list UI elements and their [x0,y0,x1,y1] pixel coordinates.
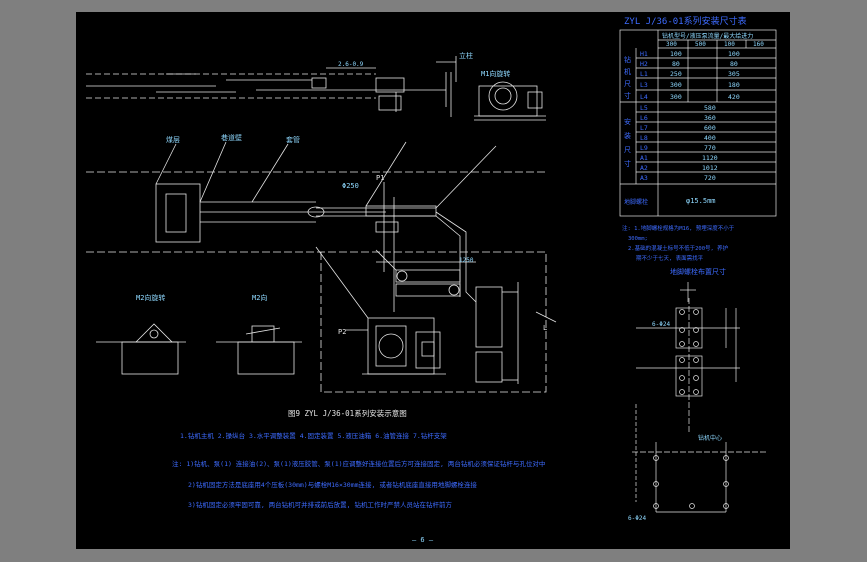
l-label: L [543,324,547,332]
coal-seam-label: 煤层 [166,135,180,144]
row-value: 80 [730,60,738,68]
row-value: 360 [704,114,716,122]
note-bottom-2: 2)钻机固定方法是底座用4个压板(30mm)与螺栓M16×30mm连接, 或者钻… [188,480,477,489]
side-label: 尺 [624,80,631,88]
row-value: 250 [670,70,682,78]
foundation-title: 地脚螺栓布置尺寸 [670,267,726,276]
table-header-3: 100 [724,41,735,48]
note-bottom-1: 注: 1)钻机、泵(1) 连接油(2)、泵(1)液压胶管、泵(1)应调整好连接位… [172,459,545,468]
row-value: 300 [670,81,682,89]
row-value: 305 [728,70,740,78]
figure-caption: 图9 ZYL J/36-01系列安装示意图 [288,408,407,418]
page-number: — 6 — [412,536,434,544]
top-elevation-view [86,56,546,121]
note-right-2: 300mm; [628,236,648,242]
detail-a-label: M2向旋转 [136,293,165,302]
row-code: H2 [640,60,648,68]
row-value: 1120 [702,154,718,162]
note-bottom-3: 3)钻机固定必须牢固可靠, 两台钻机可并排或前后放置, 钻机工作时严禁人员站在钻… [188,500,452,509]
dim-1250-label: 1250 [459,257,474,264]
table-title: ZYL J/36-01系列安装尺寸表 [624,15,747,27]
row-code: L6 [640,114,648,122]
foundation-label-3: 6-Φ24 [628,515,646,522]
row-value: 600 [704,124,716,132]
phi250-label: Φ250 [342,182,359,190]
detail-views [96,323,302,375]
table-top-rows: H1 100 100 H2 80 80 L1 250 305 L3 300 18… [640,50,740,101]
side-label: 尺 [624,146,631,154]
side-label: 寸 [624,159,631,168]
table-header-row1: 钻机型号/液压泵流量/最大给进力 [662,32,753,40]
p2-label: P2 [338,328,346,336]
side-label: 装 [624,131,631,140]
row-value: 720 [704,174,716,182]
row-value: 770 [704,144,716,152]
row-code: A1 [640,154,648,162]
foundation-label-2: 钻机中心 [698,434,722,442]
note-right-1: 注: 1.地脚螺栓规格为M16, 预埋深度不小于 [622,224,735,232]
bolt-label: 地脚螺栓 [624,198,648,206]
p1-label: P1 [376,174,384,182]
stand-label: 立柱 [459,51,473,60]
row-value: 180 [728,81,740,89]
row-code: A3 [640,174,648,182]
note-right-4: 期不少于七天, 表面需找平 [636,254,704,262]
installation-drawing: 立柱 M1向旋转 2.6-0.9 煤层 巷道壁 套管 Φ250 P1 [86,15,777,544]
foundation-label-1: 6-Φ24 [652,321,670,328]
side-label: 安 [624,117,631,126]
row-code: L9 [640,144,648,152]
row-value: 100 [728,50,740,58]
m1-view-label: M1向旋转 [481,69,510,78]
row-code: L7 [640,124,648,132]
row-value: 420 [728,93,740,101]
table-bottom-rows: L5 580 L6 360 L7 600 L8 400 L9 770 A1 11… [640,104,718,182]
side-label: 寸 [624,91,631,100]
plan-view [86,141,546,312]
table-side-labels: 钻 机 尺 寸 安 装 尺 寸 [624,55,631,168]
detail-b-label: M2向 [252,293,267,302]
drawing-sheet: 立柱 M1向旋转 2.6-0.9 煤层 巷道壁 套管 Φ250 P1 [76,12,790,549]
dimension-table [619,29,777,217]
row-value: 400 [704,134,716,142]
machine-view [315,246,557,393]
row-code: L4 [640,93,648,101]
row-code: L8 [640,134,648,142]
row-value: 580 [704,104,716,112]
row-code: L5 [640,104,648,112]
row-value: 80 [672,60,680,68]
row-value: 300 [670,93,682,101]
note-right-3: 2.基础的混凝土标号不低于200号, 养护 [628,244,729,252]
row-code: A2 [640,164,648,172]
legend-text: 1.钻机主机 2.操纵台 3.水平调整装置 4.固定装置 5.液压油箱 6.油管… [180,431,447,440]
casing-label: 套管 [286,135,300,144]
row-code: L1 [640,70,648,78]
row-code: L3 [640,81,648,89]
table-header-4: 160 [753,41,764,48]
foundation-layout [632,282,766,513]
top-dimension-label: 2.6-0.9 [338,61,364,68]
row-code: H1 [640,50,648,58]
side-label: 机 [624,67,631,76]
row-value: 100 [670,50,682,58]
table-header-2: 500 [695,41,706,48]
side-label: 钻 [624,55,631,64]
row-value: 1012 [702,164,718,172]
bolt-value: φ15.5mm [686,197,716,205]
table-header-1: 300 [666,41,677,48]
wall-label: 巷道壁 [221,133,242,142]
